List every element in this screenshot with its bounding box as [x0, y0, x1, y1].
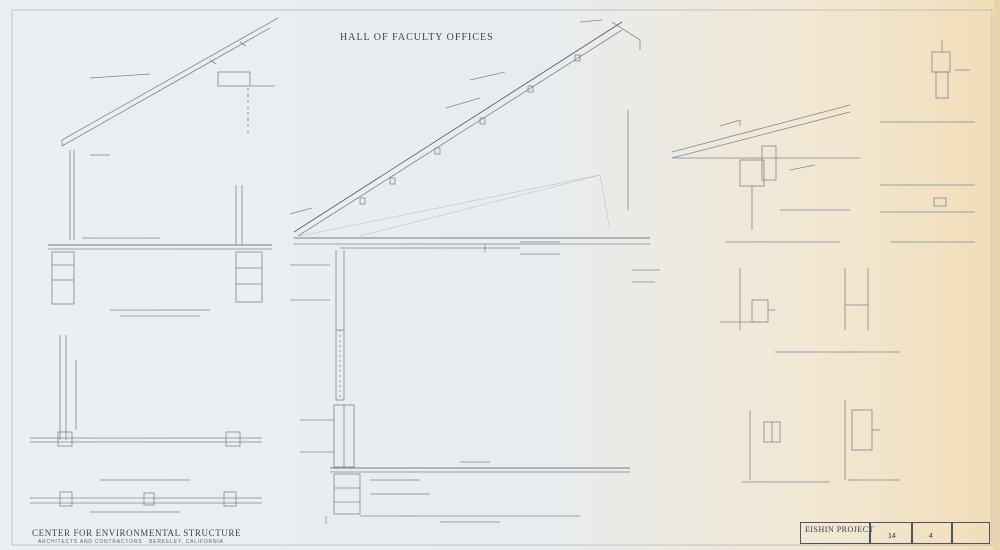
- title-block-cell-3: [952, 522, 990, 544]
- title-block-value-1: 14: [888, 533, 896, 540]
- wall-joint-detail: [720, 268, 900, 353]
- eave-detail-right: [671, 104, 860, 243]
- column-joint-detail: [742, 400, 900, 483]
- project-name: EISHIN PROJECT: [805, 525, 875, 534]
- sill-detail: [880, 184, 975, 243]
- title-block-project: [800, 522, 870, 544]
- sheet-title: HALL OF FACULTY OFFICES: [340, 32, 494, 43]
- foundation-plan-detail: [30, 335, 262, 513]
- main-building-section: [289, 19, 660, 524]
- title-block-cell-1: [870, 522, 912, 544]
- office-address: ARCHITECTS AND CONTRACTORS · BERKELEY, C…: [38, 539, 224, 545]
- gutter-detail: [880, 40, 975, 123]
- sheet-border: [11, 9, 993, 546]
- title-block-value-2: 4: [929, 533, 933, 540]
- eave-section-detail: [48, 17, 279, 317]
- paper-edge: [994, 0, 1000, 550]
- title-block-cell-2: [912, 522, 952, 544]
- office-name: CENTER FOR ENVIRONMENTAL STRUCTURE: [32, 528, 242, 538]
